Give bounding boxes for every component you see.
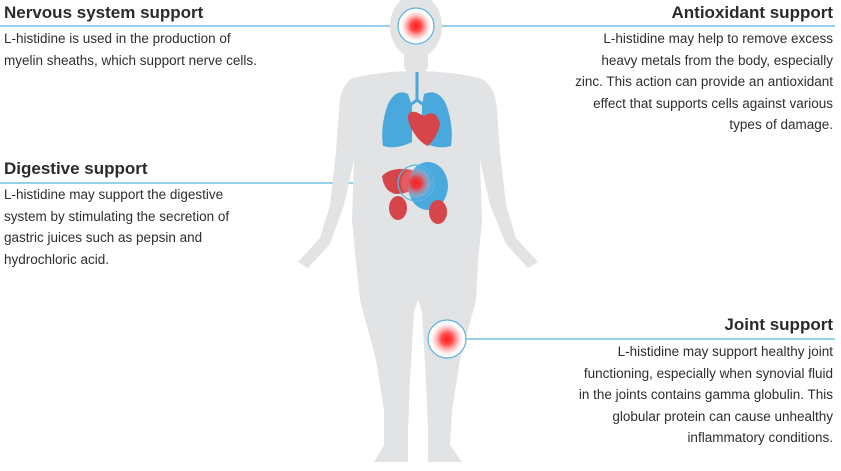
- antioxidant-line-4: effect that supports cells against vario…: [593, 95, 833, 111]
- hotspot-brain: [397, 7, 435, 45]
- joint-line-4: globular protein can cause unhealthy: [612, 408, 833, 424]
- joint-description: L-histidine may support healthy joint fu…: [579, 341, 833, 449]
- joint-line-3: in the joints contains gamma globulin. T…: [578, 387, 833, 402]
- digestive-title: Digestive support: [4, 159, 148, 178]
- left-lung: [382, 92, 412, 148]
- connector-lines: [0, 25, 835, 340]
- digestive-line-2: system by stimulating the secretion of: [4, 208, 230, 224]
- trachea: [405, 72, 429, 110]
- antioxidant-line-5: types of damage.: [729, 117, 833, 132]
- antioxidant-title: Antioxidant support: [671, 3, 833, 22]
- digestive-line-3: gastric juices such as pepsin and: [4, 230, 203, 245]
- body-silhouette: [298, 0, 538, 462]
- nervous-title: Nervous system support: [4, 3, 204, 22]
- heart: [408, 111, 440, 146]
- left-kidney: [389, 196, 407, 220]
- right-kidney: [429, 200, 447, 224]
- antioxidant-line-1: L-histidine may help to remove excess: [603, 31, 833, 46]
- digestive-line-4: hydrochloric acid.: [4, 251, 110, 267]
- antioxidant-line-3: zinc. This action can provide an antioxi…: [575, 74, 833, 89]
- nervous-line-1: L-histidine is used in the production of: [4, 31, 231, 46]
- joint-title: Joint support: [724, 315, 833, 334]
- digestive-line-1: L-histidine may support the digestive: [4, 187, 224, 202]
- digestive-description: L-histidine may support the digestive sy…: [4, 184, 229, 270]
- joint-line-5: inflammatory conditions.: [687, 430, 833, 445]
- antioxidant-description: L-histidine may help to remove excess he…: [575, 28, 833, 136]
- hotspot-joint: [427, 319, 467, 359]
- hotspot-stomach: [397, 164, 435, 202]
- joint-line-1: L-histidine may support healthy joint: [617, 344, 833, 359]
- nervous-line-2: myelin sheaths, which support nerve cell…: [4, 52, 257, 68]
- joint-line-2: functioning, especially when synovial fl…: [583, 365, 833, 381]
- nervous-description: L-histidine is used in the production of…: [4, 28, 257, 71]
- antioxidant-line-2: heavy metals from the body, especially: [601, 52, 833, 68]
